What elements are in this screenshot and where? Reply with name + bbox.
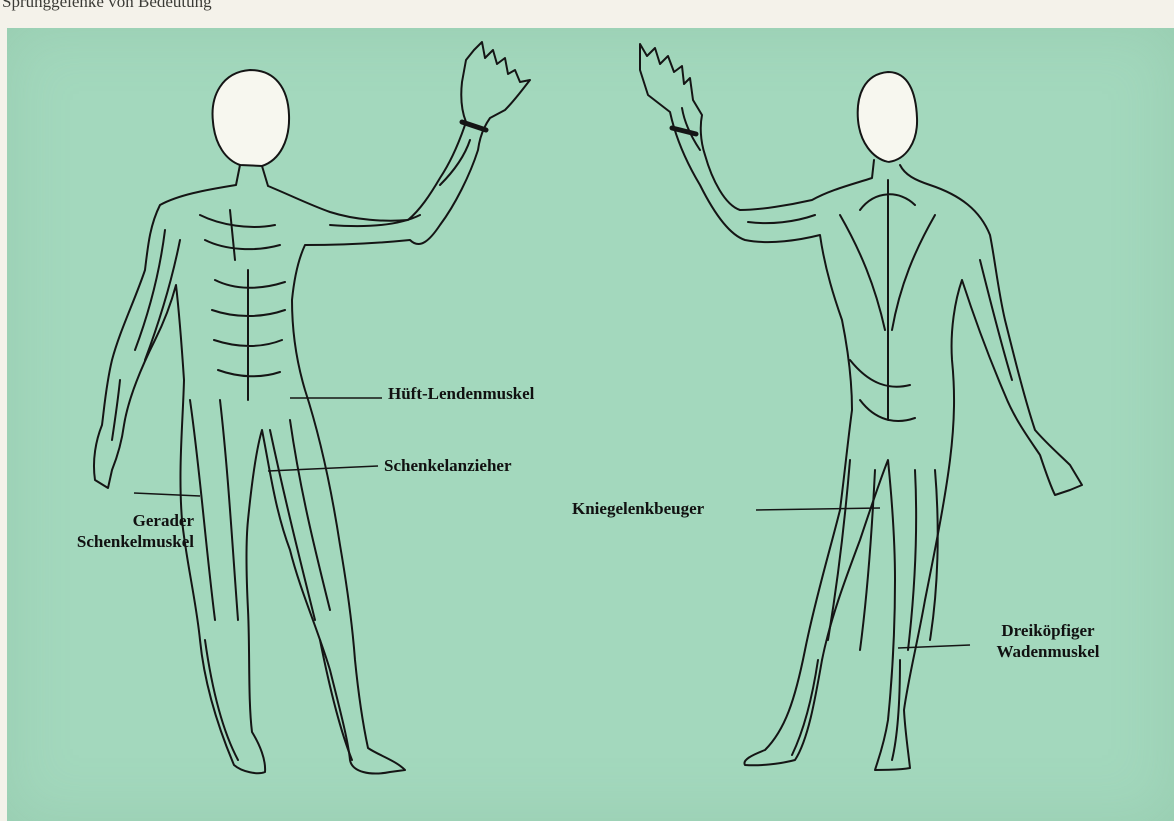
front-neck	[236, 165, 268, 186]
front-head	[213, 70, 290, 166]
label-dreikoepfiger-line2: Wadenmuskel	[968, 641, 1128, 662]
front-figure	[94, 42, 530, 774]
label-gerader-line1: Gerader	[62, 510, 194, 531]
label-dreikoepfiger-line1: Dreiköpfiger	[968, 620, 1128, 641]
label-hueft-lendenmuskel: Hüft-Lendenmuskel	[388, 383, 534, 404]
label-gerader-line2: Schenkelmuskel	[62, 531, 194, 552]
label-schenkelanzieher: Schenkelanzieher	[384, 455, 512, 476]
label-dreikoepfiger-wadenmuskel: Dreiköpfiger Wadenmuskel	[968, 620, 1128, 662]
label-gerader-schenkelmuskel: Gerader Schenkelmuskel	[62, 510, 194, 552]
label-kniegelenkbeuger: Kniegelenkbeuger	[572, 498, 704, 519]
back-head	[858, 72, 917, 162]
